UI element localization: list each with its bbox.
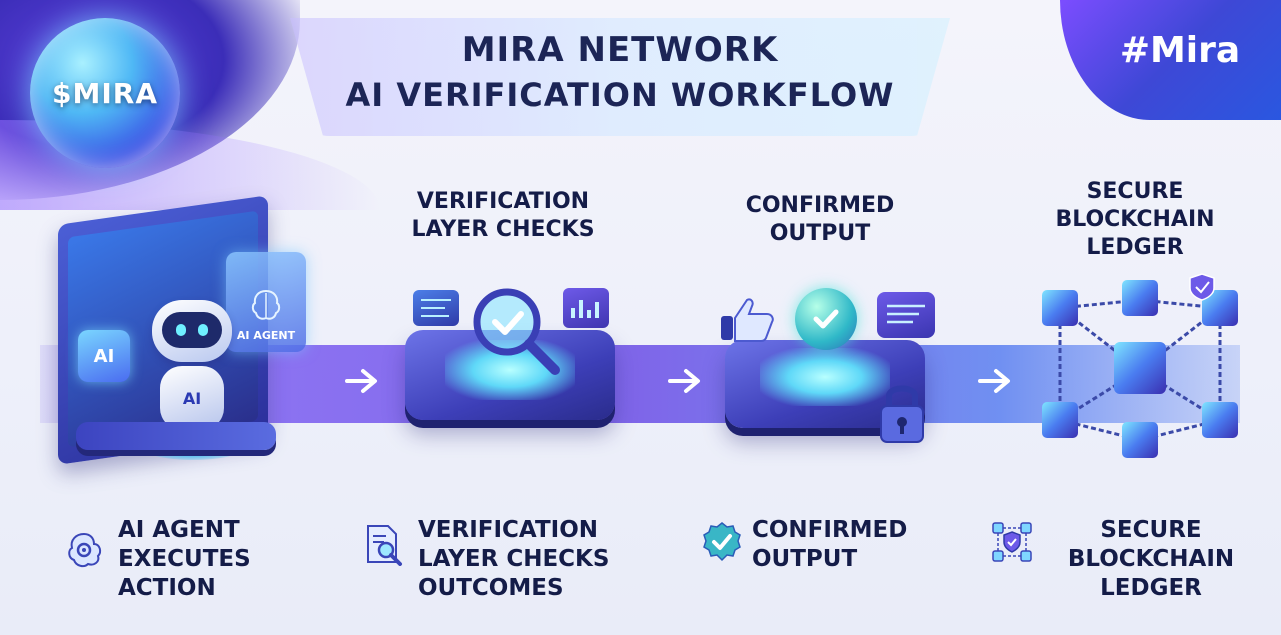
step-heading-confirmed: CONFIRMED OUTPUT bbox=[745, 193, 895, 246]
padlock-icon bbox=[875, 376, 929, 446]
agent-base-platform bbox=[76, 422, 276, 450]
robot-ai-label: AI bbox=[182, 388, 202, 408]
ai-chip-icon: AI bbox=[78, 330, 130, 382]
screen-ai-label: AI bbox=[93, 345, 115, 367]
arrow-right-icon bbox=[345, 366, 381, 396]
blockchain-cubes-icon bbox=[1030, 270, 1250, 470]
blockchain-shield-icon bbox=[990, 520, 1034, 564]
caption-confirmed: CONFIRMED OUTPUT bbox=[752, 517, 908, 572]
hashtag-label: #Mira bbox=[1119, 30, 1241, 71]
ai-agent-card: AI AGENT bbox=[226, 252, 306, 352]
caption-verification: VERIFICATION LAYER CHECKS OUTCOMES bbox=[418, 517, 610, 601]
check-badge-icon bbox=[700, 520, 744, 564]
caption-ai-agent: AI AGENT EXECUTES ACTION bbox=[118, 517, 251, 601]
step-verification bbox=[395, 260, 625, 460]
caption-blockchain: SECURE BLOCKCHAIN LEDGER bbox=[1067, 517, 1235, 601]
document-card-icon bbox=[413, 290, 459, 326]
step-ai-agent: AI AI AGENT AI bbox=[40, 190, 340, 490]
page-title: MIRA NETWORK bbox=[461, 30, 779, 70]
title-banner bbox=[290, 18, 950, 136]
brain-icon bbox=[251, 289, 281, 320]
page-subtitle: AI VERIFICATION WORKFLOW bbox=[345, 76, 895, 114]
token-label: $MIRA bbox=[52, 76, 158, 110]
bar-chart-card-icon bbox=[563, 288, 609, 328]
step-confirmed bbox=[715, 270, 945, 470]
document-magnifier-icon bbox=[362, 522, 406, 566]
ai-agent-card-label: AI AGENT bbox=[236, 329, 296, 342]
step-heading-blockchain: SECURE BLOCKCHAIN LEDGER bbox=[1055, 179, 1215, 260]
token-badge: $MIRA bbox=[30, 18, 180, 168]
chat-bubble-icon bbox=[877, 292, 935, 338]
check-circle-icon bbox=[795, 288, 857, 350]
arrow-right-icon bbox=[978, 366, 1014, 396]
brain-gear-icon bbox=[62, 528, 106, 572]
step-heading-verification: VERIFICATION LAYER CHECKS bbox=[411, 189, 595, 242]
thumbs-up-icon bbox=[719, 294, 777, 344]
arrow-right-icon bbox=[668, 366, 704, 396]
magnifier-check-icon bbox=[465, 280, 565, 380]
